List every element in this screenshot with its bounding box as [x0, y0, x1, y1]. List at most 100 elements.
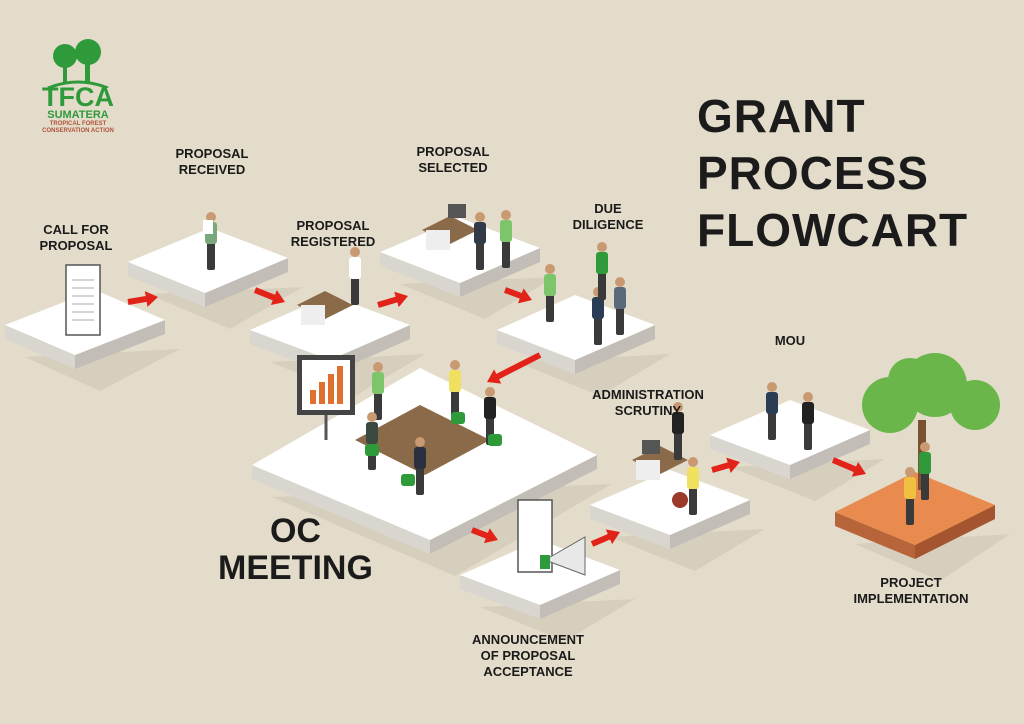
- person-seated-legs: [476, 242, 484, 270]
- platform-side: [835, 512, 915, 559]
- person-dd-2-body: [592, 297, 604, 319]
- chair-icon: [401, 474, 415, 486]
- platform-side: [5, 325, 75, 369]
- person-admin-legs: [674, 432, 682, 460]
- platform-side: [460, 575, 540, 619]
- chair-icon: [488, 434, 502, 446]
- person-seated-head: [475, 212, 485, 222]
- platform-side: [670, 500, 750, 549]
- person-oc-1-head: [450, 360, 460, 370]
- platform-side: [460, 248, 540, 297]
- megaphone-icon: [543, 536, 586, 576]
- flow-arrow: [377, 291, 408, 308]
- paper-icon: [203, 220, 213, 234]
- person-seated-body: [474, 222, 486, 244]
- person-oc-4-legs: [416, 467, 424, 495]
- person-worker-1-body: [904, 477, 916, 499]
- person-oc-2-head: [485, 387, 495, 397]
- monitor-icon: [642, 440, 660, 454]
- person-registrar-head: [350, 247, 360, 257]
- flow-arrow: [503, 287, 532, 304]
- person-applicant-legs: [689, 487, 697, 515]
- person-proposal-received-head: [206, 212, 216, 222]
- person-presenter-head: [373, 362, 383, 372]
- person-dd-3-head: [615, 277, 625, 287]
- chart-bar: [328, 374, 334, 404]
- person-presenter-body: [372, 372, 384, 394]
- platform-side: [380, 252, 460, 297]
- tree-logo-icon: [47, 39, 109, 88]
- platform-administration-scrutiny: [590, 470, 750, 535]
- person-worker-2-legs: [921, 472, 929, 500]
- monitor-icon: [448, 204, 466, 218]
- step-label-mou: MOU: [774, 333, 806, 348]
- person-dd-4-legs: [598, 272, 606, 300]
- person-worker-1-legs: [906, 497, 914, 525]
- person-oc-4-head: [415, 437, 425, 447]
- page-title: GRANT PROCESS FLOWCART: [697, 90, 969, 256]
- announcement-document: [517, 499, 553, 573]
- person-oc-4-body: [414, 447, 426, 469]
- megaphone-handle: [540, 555, 550, 569]
- document-icon: [65, 264, 101, 336]
- platform-proposal-registered: [250, 295, 410, 360]
- person-admin-head: [673, 402, 683, 412]
- platform-side: [252, 465, 430, 554]
- person-mou-2-head: [803, 392, 813, 402]
- platform-side: [540, 570, 620, 619]
- chart-bar: [337, 366, 343, 404]
- chart-bar: [319, 382, 325, 404]
- person-selector-head: [501, 210, 511, 220]
- platform-side: [430, 455, 597, 554]
- person-dd-1-legs: [546, 294, 554, 322]
- person-dd-3-body: [614, 287, 626, 309]
- platform-side: [75, 320, 165, 369]
- desk-admin-front: [636, 460, 660, 480]
- desk-selected-front: [426, 230, 450, 250]
- chair-icon: [451, 412, 465, 424]
- flow-arrow: [831, 457, 866, 477]
- flow-arrow: [253, 287, 285, 305]
- person-mou-2-legs: [804, 422, 812, 450]
- person-dd-4-head: [597, 242, 607, 252]
- person-mou-1-body: [766, 392, 778, 414]
- person-mou-1-legs: [768, 412, 776, 440]
- flow-arrow: [470, 527, 498, 544]
- platform-side: [575, 325, 655, 374]
- person-oc-3-body: [366, 422, 378, 444]
- person-worker-1-head: [905, 467, 915, 477]
- person-dd-1-head: [545, 264, 555, 274]
- person-worker-2-head: [920, 442, 930, 452]
- tfca-logo: TFCA SUMATERA TROPICAL FOREST CONSERVATI…: [30, 38, 126, 135]
- platform-side: [710, 435, 790, 479]
- tree-foliage: [888, 358, 932, 402]
- chart-bar: [310, 390, 316, 404]
- person-dd-3-legs: [616, 307, 624, 335]
- person-applicant-body: [687, 467, 699, 489]
- person-proposal-received-legs: [207, 242, 215, 270]
- person-registrar-legs: [351, 277, 359, 305]
- person-registrar-body: [349, 257, 361, 279]
- platform-side: [915, 505, 995, 559]
- person-worker-2-body: [919, 452, 931, 474]
- person-presenter-legs: [374, 392, 382, 420]
- chair-icon: [365, 444, 379, 456]
- person-mou-2-body: [802, 402, 814, 424]
- platform-side: [590, 505, 670, 549]
- flow-arrow: [590, 529, 620, 547]
- platform-side: [790, 430, 870, 479]
- person-selector-legs: [502, 240, 510, 268]
- person-selector-body: [500, 220, 512, 242]
- person-oc-2-body: [484, 397, 496, 419]
- person-applicant-head: [688, 457, 698, 467]
- person-oc-3-head: [367, 412, 377, 422]
- desk-registered-front: [301, 305, 325, 325]
